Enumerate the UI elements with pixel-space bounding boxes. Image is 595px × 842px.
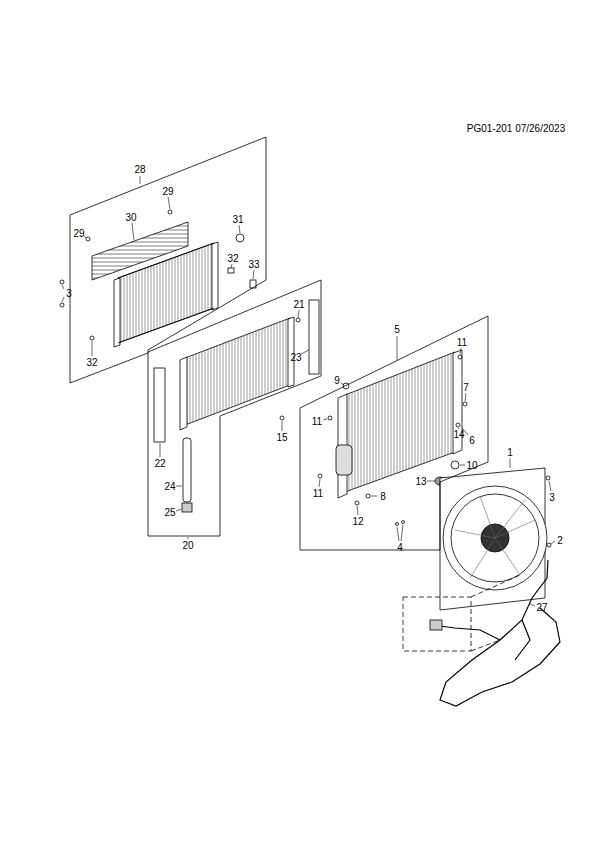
callout-number: 9 bbox=[334, 375, 340, 386]
seal-strip bbox=[309, 300, 319, 374]
group-number: 20 bbox=[182, 540, 193, 551]
callout-number: 11 bbox=[313, 488, 323, 499]
leader-line bbox=[132, 223, 134, 240]
leader-line bbox=[551, 541, 555, 544]
group-border bbox=[70, 137, 266, 383]
leader-line bbox=[549, 481, 551, 491]
receiver-dryer bbox=[183, 438, 191, 502]
leader-line bbox=[231, 264, 232, 268]
callout-number: 22 bbox=[154, 458, 165, 469]
leader-line bbox=[460, 348, 461, 354]
leader-line bbox=[62, 297, 64, 302]
leader-line bbox=[319, 479, 320, 487]
dryer-cap bbox=[182, 503, 192, 512]
callout-number: 24 bbox=[164, 481, 175, 492]
callout-number: 27 bbox=[536, 602, 547, 613]
wire-harness bbox=[440, 560, 560, 706]
callout-number: 23 bbox=[290, 352, 301, 363]
callout-number: 29 bbox=[162, 186, 173, 197]
leader-line bbox=[168, 197, 170, 209]
leader-line bbox=[530, 604, 535, 606]
leader-line bbox=[357, 506, 358, 515]
leader-line bbox=[510, 458, 511, 468]
callout-number: 33 bbox=[248, 259, 259, 270]
leader-line bbox=[341, 383, 344, 385]
seal-strip bbox=[154, 368, 165, 442]
callout-number: 6 bbox=[469, 435, 475, 446]
detail-box bbox=[403, 597, 471, 651]
callout-number: 30 bbox=[125, 212, 136, 223]
leader-line bbox=[176, 486, 182, 487]
callout-number: 10 bbox=[466, 460, 477, 471]
callout-number: 14 bbox=[453, 429, 464, 440]
leader-line bbox=[176, 509, 181, 511]
callout-number: 3 bbox=[66, 288, 72, 299]
leader-line bbox=[188, 537, 189, 539]
leader-line bbox=[371, 496, 377, 497]
group-outline: 20 bbox=[148, 280, 321, 536]
leader-line bbox=[301, 350, 309, 354]
leader-line bbox=[253, 270, 254, 279]
callout-number: 13 bbox=[415, 476, 426, 487]
group-frame bbox=[148, 280, 321, 536]
leader-line bbox=[140, 176, 141, 184]
parts bbox=[60, 210, 560, 706]
callout-number: 11 bbox=[457, 337, 467, 348]
callout-number: 11 bbox=[312, 416, 322, 427]
leader-line bbox=[282, 421, 283, 431]
group-number: 28 bbox=[134, 164, 145, 175]
callout-number: 29 bbox=[73, 228, 84, 239]
leader-line bbox=[397, 336, 398, 360]
leader-line bbox=[401, 525, 403, 541]
callout-number: 25 bbox=[164, 507, 175, 518]
callout-number: 32 bbox=[86, 357, 97, 368]
radiator-core bbox=[345, 352, 455, 492]
callout-number: 21 bbox=[293, 299, 304, 310]
callout-number: 12 bbox=[352, 516, 363, 527]
leader-line bbox=[160, 443, 161, 457]
group-border bbox=[148, 280, 321, 536]
callout-number: 31 bbox=[232, 214, 243, 225]
callout-number: 32 bbox=[227, 253, 238, 264]
leader-line bbox=[465, 393, 466, 401]
callout-number: 2 bbox=[557, 535, 563, 546]
leader-line bbox=[62, 285, 64, 289]
callout-number: 7 bbox=[463, 382, 469, 393]
callout-number: 4 bbox=[397, 542, 403, 553]
leader-line bbox=[92, 341, 93, 356]
leader-line bbox=[397, 527, 399, 541]
group-number: 5 bbox=[394, 324, 400, 335]
leader-line bbox=[239, 225, 240, 233]
leader-line bbox=[298, 310, 299, 318]
condenser-core bbox=[118, 243, 214, 343]
callout-number: 3 bbox=[549, 492, 555, 503]
callout-number: 15 bbox=[276, 432, 287, 443]
leader-line bbox=[460, 465, 465, 466]
drawing-code: PG01-201 07/26/2023 bbox=[467, 123, 565, 134]
callout-number: 8 bbox=[380, 491, 386, 502]
group-border bbox=[300, 316, 488, 550]
leader-line bbox=[323, 419, 327, 420]
callout-number: 1 bbox=[507, 447, 513, 458]
leader-line bbox=[427, 481, 435, 482]
